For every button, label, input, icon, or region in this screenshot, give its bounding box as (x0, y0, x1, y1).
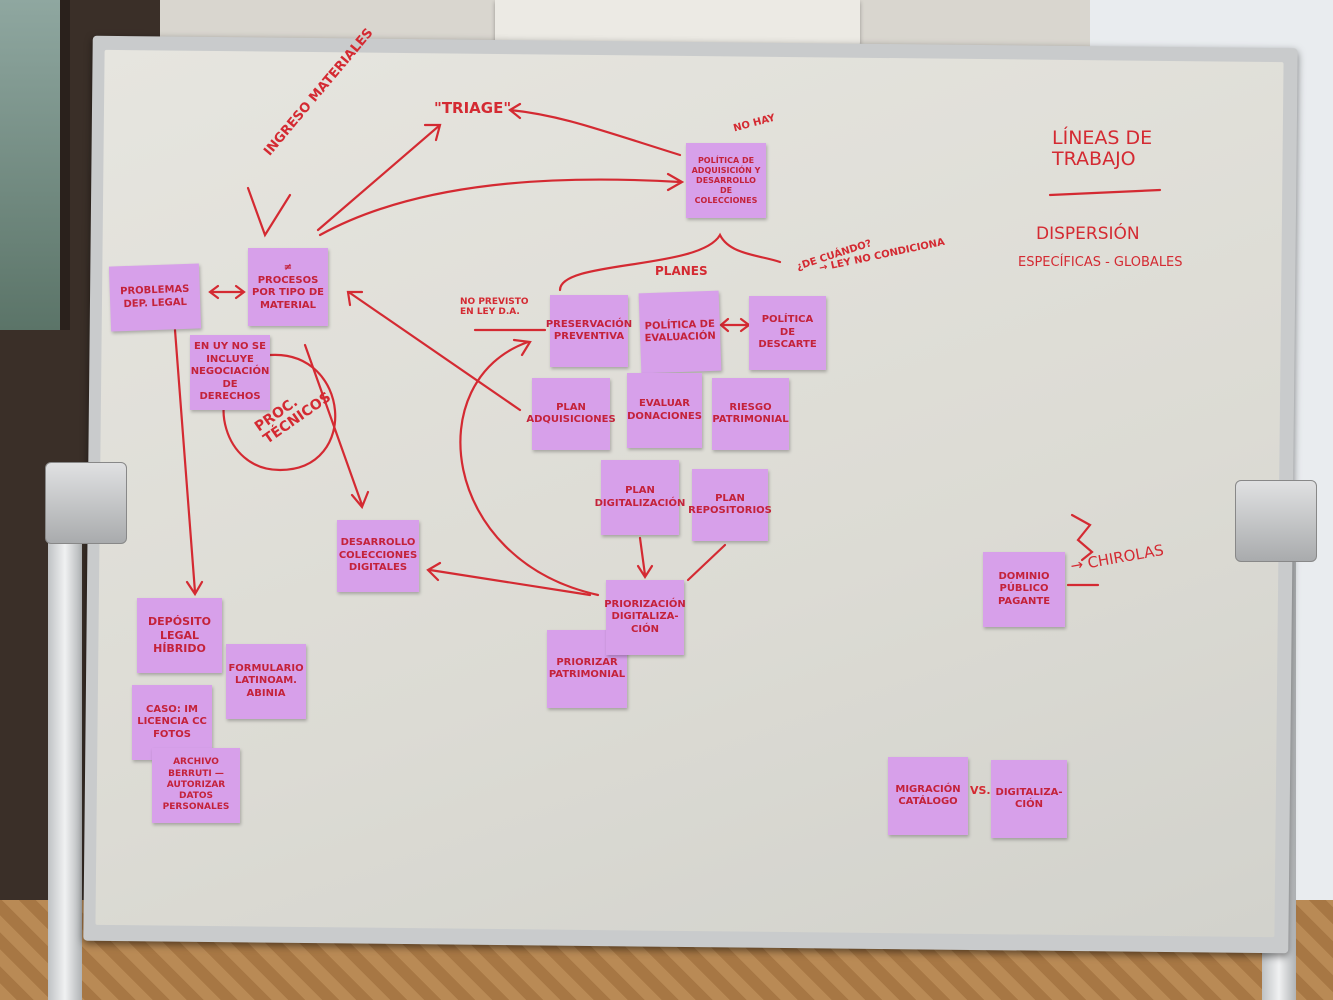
label-dispersion: Dispersión (1036, 224, 1140, 244)
label-triage: "Triage" (434, 99, 512, 117)
sticky-note-dominio: Dominio público pagante (983, 552, 1065, 627)
sticky-note-archivo: Archivo Berruti — autorizar datos person… (152, 748, 240, 823)
sticky-note-politica-adquisicion: Política de adquisición y desarrollo de … (686, 143, 766, 218)
sticky-note-donaciones: Evaluar donaciones (627, 373, 702, 448)
label-planes: Planes (655, 264, 708, 278)
sticky-note-riesgo: Riesgo patrimonial (712, 378, 789, 450)
sticky-note-colecciones-digitales: Desarrollo colecciones digitales (337, 520, 419, 592)
sticky-note-problemas: Problemas dep. legal (108, 263, 202, 332)
window (0, 0, 70, 330)
label-vs: vs. (970, 784, 991, 797)
sticky-note-procesos: ≠ Procesos por tipo de material (248, 248, 328, 326)
sticky-note-migracion: Migración catálogo (888, 757, 968, 835)
sticky-note-digitalizacion: Digitaliza-ción (991, 760, 1067, 838)
sticky-note-plan-repositorios: Plan repositorios (688, 469, 772, 541)
board-clamp-left (45, 462, 127, 544)
stand-leg-left (48, 480, 82, 1000)
heading-lineas-de-trabajo: Líneas de trabajo (1052, 127, 1153, 170)
sticky-note-deposito: Depósito legal híbrido (137, 598, 222, 673)
sticky-note-formulario: Formulario latinoam. ABINIA (226, 644, 306, 719)
sticky-note-preservacion: Preservación preventiva (546, 295, 632, 367)
sticky-note-plan-digitalizacion: Plan digitalización (595, 460, 685, 535)
label-no-previsto: No previsto en Ley D.A. (460, 297, 529, 317)
sticky-note-descarte: Política de descarte (749, 296, 826, 370)
sticky-note-plan-adquisiciones: Plan adquisiciones (526, 378, 616, 450)
sticky-note-negociacion: En UY no se incluye negociación de derec… (190, 335, 270, 410)
sticky-note-evaluacion: Política de evaluación (638, 290, 722, 374)
board-clamp-right (1235, 480, 1317, 562)
sticky-note-caso: Caso: IM licencia CC fotos (132, 685, 212, 760)
label-especificas-globales: Específicas - globales (1018, 255, 1183, 270)
sticky-note-priorizacion: Priorización digitaliza-ción (604, 580, 686, 655)
